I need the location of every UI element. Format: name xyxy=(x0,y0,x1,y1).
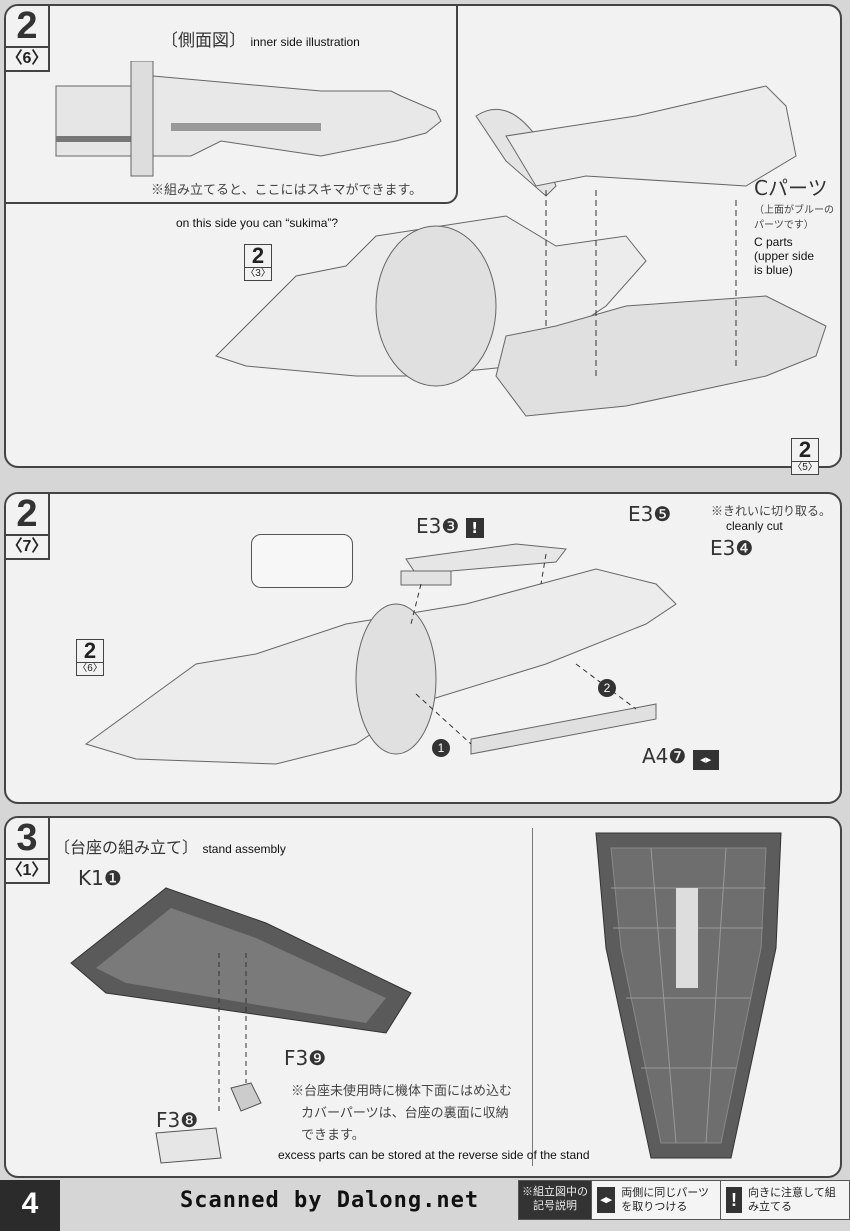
side-view-inset xyxy=(4,4,458,204)
fuselage-illustration xyxy=(84,543,677,765)
order-marker-2: 2 xyxy=(598,679,616,697)
side-view-illustration xyxy=(55,61,442,177)
part-f3-9: F3❾ xyxy=(284,1046,327,1070)
storage-note-en: excess parts can be stored at the revers… xyxy=(278,1148,590,1162)
stand-underside-illustration xyxy=(595,832,782,1159)
order-marker-1: 1 xyxy=(432,739,450,757)
page-number: 4 xyxy=(0,1180,60,1231)
scanner-credit: Scanned by Dalong.net xyxy=(180,1188,480,1213)
inset-title: 〔側面図〕 inner side illustration xyxy=(161,31,360,50)
exclamation-icon: ! xyxy=(726,1187,743,1213)
part-e3-3: E3❸ ! xyxy=(416,514,484,538)
step-badge: 2〈7〉 xyxy=(6,494,50,560)
legend-both-sides: ◂▸両側に同じパーツを取りつける xyxy=(591,1181,720,1219)
step-badge: 2〈6〉 xyxy=(6,6,50,72)
c-parts-label: Cパーツ （上面がブルーのパーツです） C parts (upper side … xyxy=(754,176,834,277)
legend-orientation: !向きに注意して組み立てる xyxy=(720,1181,849,1219)
part-k1-1: K1❶ xyxy=(78,866,122,890)
ref-2-6: 2〈6〉 xyxy=(76,638,104,676)
part-e3-4: E3❹ xyxy=(710,536,754,560)
symbol-legend: ※組立図中の記号説明 ◂▸両側に同じパーツを取りつける !向きに注意して組み立て… xyxy=(518,1180,850,1220)
step-panel-2-7: 2〈7〉 2〈6〉 E3❸ ! E3❺ ※きれいに切り取る。cleanly cu… xyxy=(4,492,842,804)
stand-illustration xyxy=(70,887,412,1164)
sukima-note: on this side you can “sukima”? xyxy=(176,216,339,230)
part-f3-8: F3❽ xyxy=(156,1108,199,1132)
both-sides-icon: ◂▸ xyxy=(692,750,719,770)
ref-2-5: 2〈5〉 xyxy=(791,437,819,475)
cut-note: ※きれいに切り取る。cleanly cut xyxy=(711,504,832,533)
fuselage-illustration xyxy=(215,85,827,417)
step-panel-2-6: 2〈6〉 〔側面図〕 inner side illustration ※組み立て… xyxy=(4,4,842,475)
ref-2-3: 2〈3〉 xyxy=(244,243,272,281)
storage-note-jp: ※台座未使用時に機体下面にはめ込むカバーパーツは、台座の裏面に収納できます。 xyxy=(291,1083,513,1142)
detail-callout xyxy=(251,534,353,588)
stand-title: 〔台座の組み立て〕 stand assembly xyxy=(54,840,286,857)
inset-note: ※組み立てると、ここにはスキマができます。 xyxy=(151,182,423,197)
part-a4-7: A4❼ ◂▸ xyxy=(642,744,719,770)
part-e3-5: E3❺ xyxy=(628,502,672,526)
step-panel-3-1: 3〈1〉 〔台座の組み立て〕 stand assembly K1❶ F3❾ F3… xyxy=(4,816,842,1178)
exclamation-icon: ! xyxy=(465,518,484,538)
step-badge: 3〈1〉 xyxy=(6,818,50,884)
both-sides-icon: ◂▸ xyxy=(597,1187,616,1213)
divider xyxy=(532,828,533,1166)
